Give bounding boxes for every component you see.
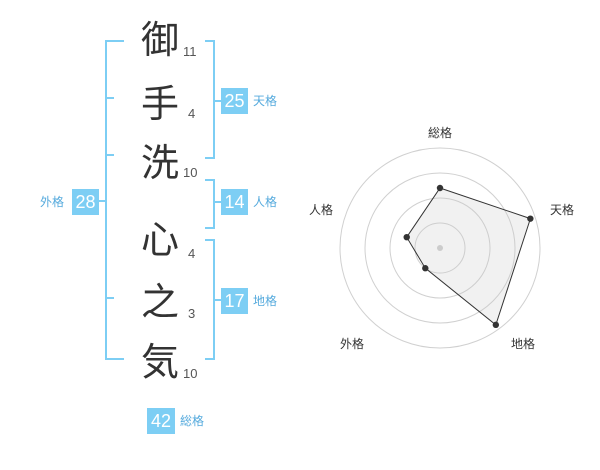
jinkaku-label: 人格	[253, 195, 278, 209]
radar-axis-label-gaikaku: 外格	[340, 337, 365, 351]
name-char-5: 之	[140, 280, 179, 324]
name-char-1: 御	[140, 18, 179, 62]
gaikaku-value: 28	[72, 189, 99, 215]
name-char-4: 心	[140, 218, 179, 262]
radar-point-5	[403, 233, 410, 241]
radar-axis-label-jinkaku: 人格	[309, 203, 334, 217]
radar-polygon	[406, 187, 532, 326]
name-char-2: 手	[140, 82, 179, 126]
tenkaku-bracket	[205, 40, 215, 159]
chikaku-value: 17	[221, 288, 248, 314]
stroke-count-6: 10	[183, 366, 198, 381]
radar-point-4	[422, 265, 429, 272]
stroke-count-3: 10	[183, 165, 198, 180]
radar-point-1	[436, 184, 444, 192]
name-char-3: 洗	[140, 141, 179, 185]
tenkaku-label: 天格	[253, 94, 278, 108]
stroke-count-2: 4	[188, 106, 196, 121]
jinkaku-bracket	[205, 179, 215, 229]
stroke-count-5: 3	[188, 306, 196, 321]
radar-point-3	[492, 321, 500, 329]
radar-ring-2	[389, 197, 491, 299]
gaikaku-label: 外格	[40, 195, 65, 209]
stroke-count-1: 11	[183, 44, 197, 59]
radar-ring-4	[339, 147, 541, 349]
radar-ring-3	[364, 172, 516, 324]
jinkaku-value: 14	[221, 189, 248, 215]
radar-ring-1	[414, 222, 466, 274]
radar-axis-label-tenkaku: 天格	[550, 203, 575, 217]
radar-axis-label-chikaku: 地格	[511, 337, 536, 351]
soukaku-label: 総格	[180, 414, 205, 428]
tenkaku-value: 25	[221, 88, 248, 114]
stroke-count-4: 4	[188, 246, 196, 261]
radar-axis-label-soukaku: 総格	[428, 126, 453, 140]
soukaku-value: 42	[147, 408, 175, 434]
radar-center-dot	[437, 245, 443, 251]
radar-point-2	[527, 215, 534, 222]
chikaku-label: 地格	[253, 294, 278, 308]
name-char-6: 気	[140, 340, 179, 384]
